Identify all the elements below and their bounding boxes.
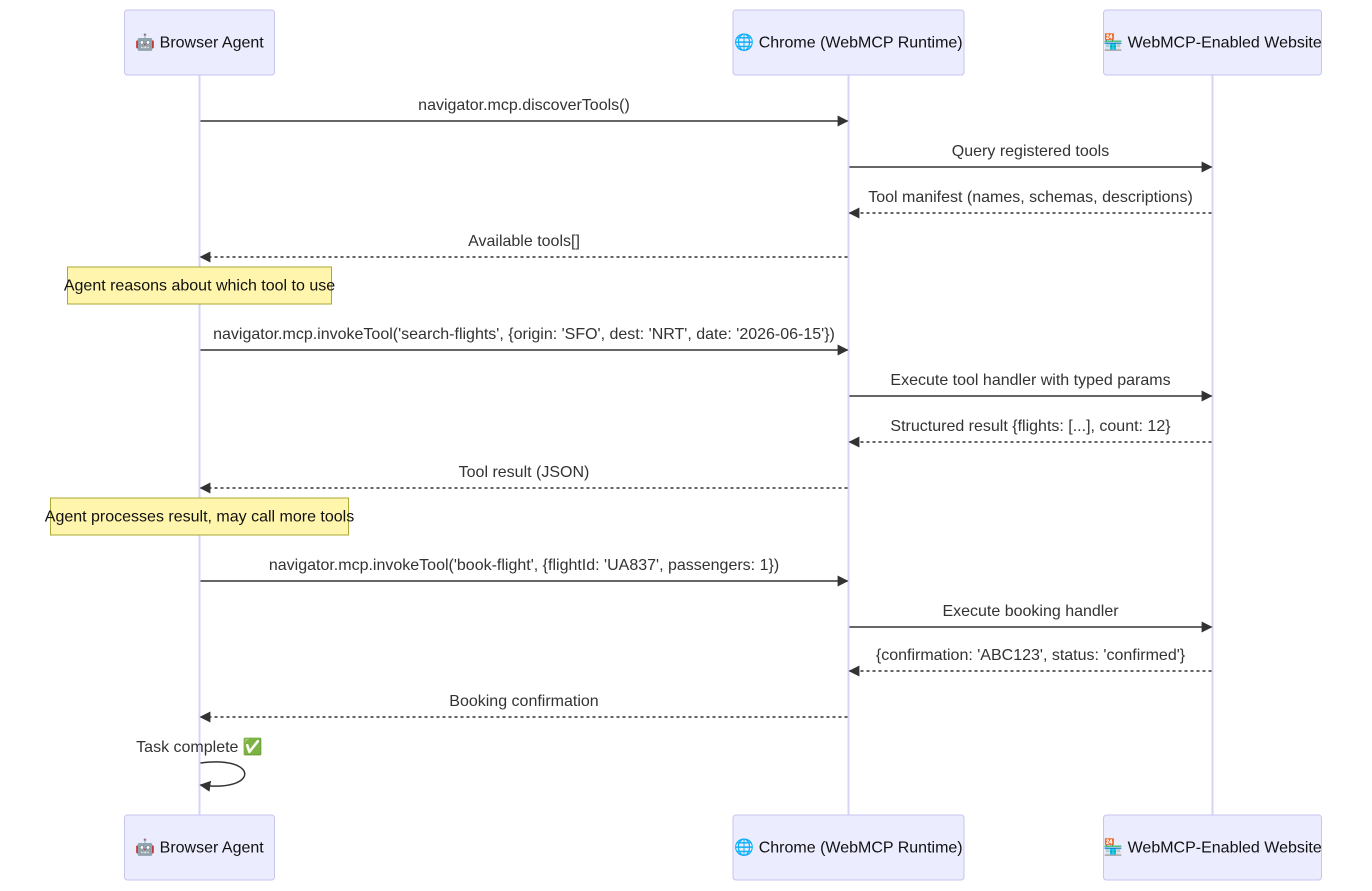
actor-label: 🤖 Browser Agent <box>135 838 264 857</box>
message-label: Execute tool handler with typed params <box>890 372 1170 389</box>
step-2-message: Query registered tools <box>849 143 1213 173</box>
actor-site-top: 🏪 WebMCP-Enabled Website <box>1103 9 1322 76</box>
note-box <box>67 266 332 305</box>
actor-box <box>124 9 275 76</box>
step-12-message: Execute booking handler <box>849 603 1213 633</box>
message-label: navigator.mcp.invokeTool('search-flights… <box>213 326 835 343</box>
actor-box <box>1103 9 1322 76</box>
message-label: Available tools[] <box>468 233 580 250</box>
step-4-message: Available tools[] <box>199 233 848 263</box>
step-14-message: Booking confirmation <box>199 693 848 723</box>
actor-label: 🌐 Chrome (WebMCP Runtime) <box>734 838 962 857</box>
step-1-message: navigator.mcp.discoverTools() <box>200 97 849 127</box>
message-label: Tool manifest (names, schemas, descripti… <box>868 189 1193 206</box>
step-6-message: navigator.mcp.invokeTool('search-flights… <box>200 326 849 356</box>
actor-label: 🌐 Chrome (WebMCP Runtime) <box>734 33 962 52</box>
step-7-message: Execute tool handler with typed params <box>849 372 1213 402</box>
note-label: Agent processes result, may call more to… <box>45 509 354 526</box>
message-label: navigator.mcp.invokeTool('book-flight', … <box>269 557 779 574</box>
actor-box <box>732 814 965 881</box>
step-9-message: Tool result (JSON) <box>199 464 848 494</box>
actor-label: 🏪 WebMCP-Enabled Website <box>1103 838 1322 857</box>
message-label: Tool result (JSON) <box>459 464 590 481</box>
step-15-self: Task complete ✅ <box>136 737 263 792</box>
actor-box <box>1103 814 1322 881</box>
step-5-note: Agent reasons about which tool to use <box>64 266 335 305</box>
actor-box <box>732 9 965 76</box>
message-label: Query registered tools <box>952 143 1109 160</box>
message-label: Structured result {flights: [...], count… <box>890 418 1171 435</box>
message-label: Booking confirmation <box>449 693 598 710</box>
actor-chrome-top: 🌐 Chrome (WebMCP Runtime) <box>732 9 965 76</box>
actor-chrome-bottom: 🌐 Chrome (WebMCP Runtime) <box>732 814 965 881</box>
message-label: navigator.mcp.discoverTools() <box>418 97 630 114</box>
note-box <box>50 497 349 536</box>
step-8-message: Structured result {flights: [...], count… <box>848 418 1212 448</box>
actor-agent-bottom: 🤖 Browser Agent <box>124 814 275 881</box>
message-label: Task complete ✅ <box>136 737 263 756</box>
step-3-message: Tool manifest (names, schemas, descripti… <box>848 189 1212 219</box>
message-label: Execute booking handler <box>942 603 1119 620</box>
actor-box <box>124 814 275 881</box>
actor-label: 🏪 WebMCP-Enabled Website <box>1103 33 1322 52</box>
message-label: {confirmation: 'ABC123', status: 'confir… <box>876 647 1186 664</box>
step-13-message: {confirmation: 'ABC123', status: 'confir… <box>848 647 1212 677</box>
actor-site-bottom: 🏪 WebMCP-Enabled Website <box>1103 814 1322 881</box>
note-label: Agent reasons about which tool to use <box>64 278 335 295</box>
step-11-message: navigator.mcp.invokeTool('book-flight', … <box>200 557 849 587</box>
step-10-note: Agent processes result, may call more to… <box>45 497 354 536</box>
actor-agent-top: 🤖 Browser Agent <box>124 9 275 76</box>
actor-label: 🤖 Browser Agent <box>135 33 264 52</box>
self-loop-arrow <box>199 761 246 792</box>
